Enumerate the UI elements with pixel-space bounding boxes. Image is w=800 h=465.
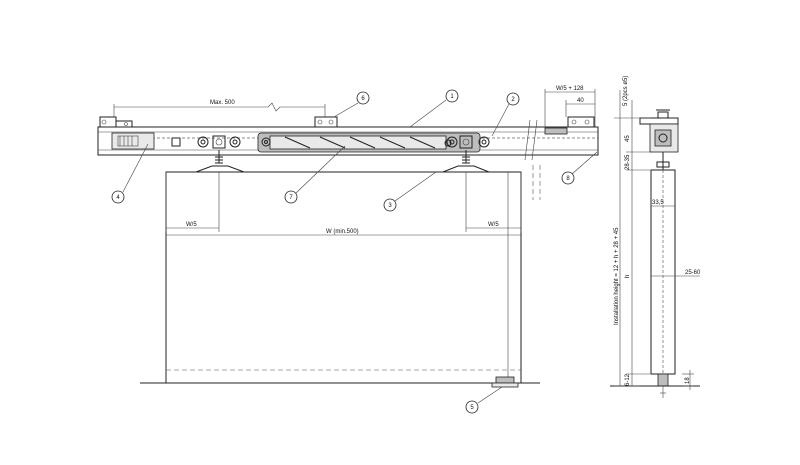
side-dim-chain: 5 (2pcs ø5) 45 28-35 Installation height…: [614, 76, 650, 387]
side-view: 5 (2pcs ø5) 45 28-35 Installation height…: [610, 76, 701, 398]
dim-28-35-label: 28-35: [625, 154, 631, 170]
ceiling-brackets: [99, 116, 595, 128]
dim-w5-left-label: W/5: [186, 222, 197, 228]
dim-33-5-label: 33,5: [652, 200, 664, 206]
dim-18-label: 18: [685, 377, 691, 384]
dim-18: 18: [660, 370, 694, 398]
callout-4: 4: [111, 143, 149, 204]
dim-width-label: W (min.500): [326, 229, 359, 235]
callout-1: 1: [409, 89, 459, 128]
roller-carriage-left: [195, 135, 245, 173]
end-stop-right: [544, 127, 568, 135]
dim-w5-right: W/5: [465, 172, 522, 232]
dim-6-12-label: 6-12: [625, 373, 631, 386]
dim-width: W (min.500): [166, 229, 521, 236]
dim-max-500-label: Max. 500: [210, 100, 235, 106]
svg-text:8: 8: [566, 176, 570, 182]
soft-close-mechanism: [257, 132, 481, 153]
end-stop-left: [111, 132, 181, 150]
svg-text:7: 7: [289, 195, 293, 201]
callout-8: 8: [561, 151, 598, 185]
svg-text:4: 4: [116, 195, 120, 201]
dim-40-label: 40: [577, 98, 584, 104]
callout-2: 2: [491, 92, 520, 137]
callout-6: 6: [333, 91, 370, 118]
front-view: Max. 500 W/5 W/5 W (min.500) W/5 + 128: [97, 86, 599, 414]
break-lines: [532, 165, 541, 200]
dim-45-label: 45: [625, 135, 631, 142]
callout-5: 5: [465, 386, 503, 414]
dim-33-5: 33,5: [651, 200, 675, 207]
callout-7: 7: [284, 145, 346, 204]
dim-w5-plus-128: W/5 + 128 40: [544, 86, 596, 127]
svg-text:2: 2: [511, 97, 515, 103]
svg-text:3: 3: [388, 203, 392, 209]
dim-w5-plus-128-label: W/5 + 128: [556, 86, 584, 92]
floor-guide: [491, 376, 519, 388]
svg-text:5: 5: [470, 405, 474, 411]
dim-25-60: 25-60: [651, 270, 701, 277]
dim-h-label: h: [625, 275, 631, 278]
side-rail-profile: [639, 109, 679, 170]
svg-text:6: 6: [361, 96, 365, 102]
svg-text:1: 1: [450, 94, 454, 100]
dim-25-60-label: 25-60: [685, 270, 701, 276]
dim-w5-left: W/5: [165, 172, 220, 232]
dim-5-2pcs-label: 5 (2pcs ø5): [623, 76, 629, 106]
install-height-label: Installation height = 12 + h + 28 + 45: [614, 227, 620, 325]
dim-w5-right-label: W/5: [488, 222, 499, 228]
dim-max-500: Max. 500: [113, 100, 326, 117]
callout-3: 3: [383, 171, 437, 212]
